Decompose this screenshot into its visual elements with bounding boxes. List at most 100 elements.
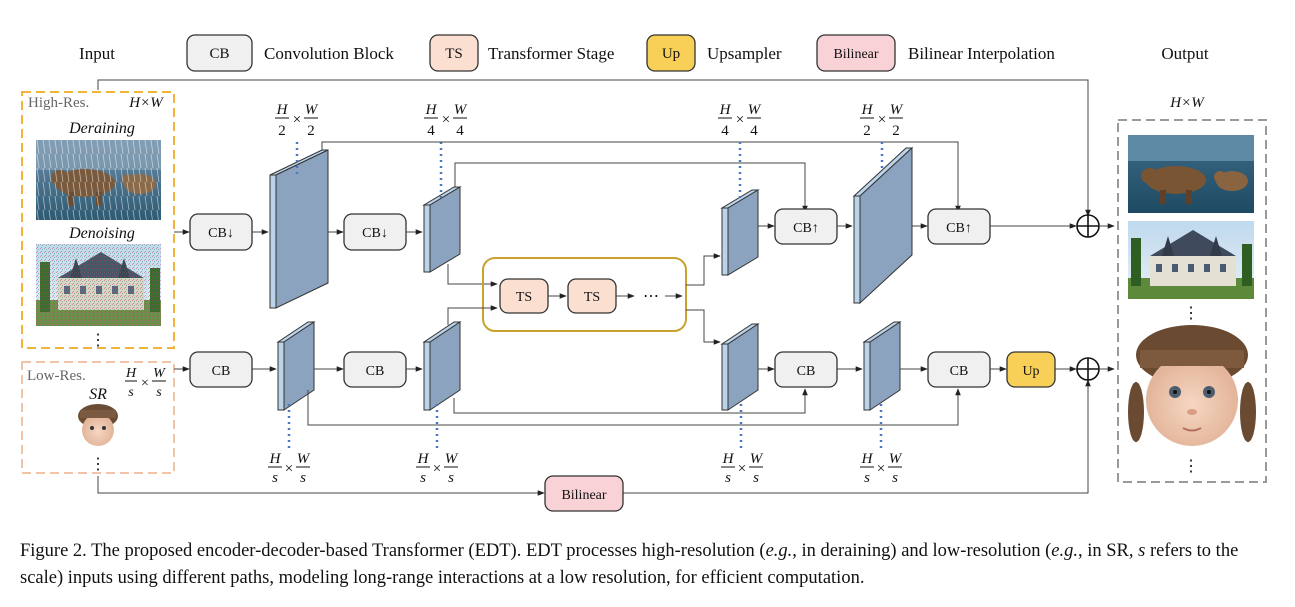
- dim-label-h2-right: H 2 × W 2: [860, 102, 904, 139]
- svg-text:2: 2: [278, 123, 286, 139]
- svg-text:s: s: [272, 470, 278, 486]
- high-res-label: High-Res.: [28, 95, 89, 111]
- svg-text:×: ×: [433, 461, 441, 477]
- legend-up-box: [646, 34, 696, 72]
- svg-text:4: 4: [750, 123, 758, 139]
- dim-label-h4-left: H 4 × W 4: [424, 102, 468, 139]
- svg-text:s: s: [725, 470, 731, 486]
- deraining-label: Deraining: [68, 120, 135, 137]
- svg-text:×: ×: [293, 112, 301, 128]
- output-ellipsis-middle: ⋮: [1183, 305, 1199, 322]
- svg-text:H: H: [269, 451, 282, 467]
- dim-label-h2-left: H 2 × W 2: [275, 102, 319, 139]
- feature-map-h2-top: [269, 149, 329, 309]
- svg-text:W: W: [750, 451, 764, 467]
- low-res-s2: s: [156, 385, 162, 400]
- svg-text:2: 2: [307, 123, 315, 139]
- transformer-group-box: [482, 257, 687, 332]
- denoising-input-image: [36, 244, 161, 326]
- sr-label: SR: [89, 386, 107, 403]
- dim-label-lr-3: H s × W s: [721, 451, 764, 486]
- legend-ts-box: [429, 34, 479, 72]
- output-box: [1117, 119, 1267, 483]
- low-res-input-box: [21, 361, 175, 474]
- cb-block-lr-3-label: CB: [797, 364, 816, 379]
- legend-cb-box: [186, 34, 253, 72]
- cb-block-lr-2-label: CB: [366, 364, 385, 379]
- feature-map-h4-top: [422, 186, 462, 273]
- high-res-size: H×W: [128, 95, 164, 111]
- cb-up-block-1-label: CB↑: [793, 221, 819, 236]
- high-res-ellipsis: ⋮: [90, 332, 106, 349]
- svg-text:×: ×: [877, 461, 885, 477]
- feature-map-lr-1: [276, 321, 316, 411]
- svg-text:W: W: [305, 102, 319, 118]
- legend-bilinear-label: Bilinear Interpolation: [908, 44, 1055, 63]
- caption-eg-2: e.g.: [1051, 541, 1078, 561]
- legend-ts-abbr: TS: [445, 46, 463, 62]
- svg-text:H: H: [719, 102, 732, 118]
- svg-text:×: ×: [738, 461, 746, 477]
- svg-text:W: W: [454, 102, 468, 118]
- legend-up-abbr: Up: [662, 46, 680, 62]
- caption-part-2: , in deraining) and low-resolution (: [792, 541, 1052, 561]
- caption-eg-1: e.g.: [765, 541, 793, 561]
- svg-text:H: H: [861, 102, 874, 118]
- skip-input-to-output-line: [97, 79, 1091, 217]
- skip-lr-2-line: [453, 388, 808, 414]
- low-res-h: H: [125, 366, 137, 381]
- legend-input-label: Input: [79, 44, 115, 63]
- output-ellipsis-bottom: ⋮: [1183, 458, 1199, 475]
- svg-text:W: W: [748, 102, 762, 118]
- svg-text:×: ×: [736, 112, 744, 128]
- caption-part-3: , in SR,: [1077, 541, 1139, 561]
- output-image-bears: [1128, 135, 1254, 213]
- cb-down-block-2-label: CB↓: [362, 226, 388, 241]
- feature-map-h4-top-right: [720, 189, 760, 276]
- svg-text:H: H: [417, 451, 430, 467]
- svg-text:×: ×: [442, 112, 450, 128]
- svg-text:s: s: [864, 470, 870, 486]
- dim-label-lr-1: H s × W s: [268, 451, 311, 486]
- upsampler-block-label: Up: [1022, 364, 1039, 379]
- svg-text:H: H: [276, 102, 289, 118]
- add-node-bottom: [1076, 357, 1100, 381]
- caption-part-1: Figure 2. The proposed encoder-decoder-b…: [20, 541, 766, 561]
- bilinear-block-label: Bilinear: [561, 488, 606, 503]
- bilinear-to-output-line: [623, 379, 1091, 494]
- skip-h4-line: [454, 162, 808, 213]
- legend-output-label: Output: [1161, 44, 1209, 63]
- low-res-s1: s: [128, 385, 134, 400]
- low-res-times: ×: [141, 376, 149, 391]
- feature-map-lr-3: [720, 323, 760, 411]
- svg-text:s: s: [753, 470, 759, 486]
- ts-to-bottom-decoder-line: [686, 309, 721, 345]
- svg-text:H: H: [425, 102, 438, 118]
- legend-up-label: Upsampler: [707, 44, 782, 63]
- low-res-w: W: [153, 366, 166, 381]
- svg-text:s: s: [448, 470, 454, 486]
- bilinear-path-line: [97, 476, 545, 496]
- cb-up-block-2-label: CB↑: [946, 221, 972, 236]
- svg-text:s: s: [420, 470, 426, 486]
- svg-text:s: s: [300, 470, 306, 486]
- hr-into-ts-line: [447, 264, 498, 287]
- ts-to-top-decoder-line: [686, 253, 721, 286]
- feature-map-h2-top-right: [852, 146, 914, 305]
- sr-input-image: [75, 404, 121, 450]
- caption-scale-symbol: s: [1138, 541, 1146, 561]
- svg-text:2: 2: [863, 123, 871, 139]
- legend-cb-label: Convolution Block: [264, 44, 394, 63]
- svg-text:W: W: [297, 451, 311, 467]
- skip-lr-1-line: [307, 388, 961, 426]
- cb-down-block-1-label: CB↓: [208, 226, 234, 241]
- svg-text:2: 2: [892, 123, 900, 139]
- ts-block-1-label: TS: [516, 290, 532, 305]
- svg-text:×: ×: [285, 461, 293, 477]
- output-size: H×W: [1169, 95, 1205, 111]
- legend-up: Up Upsampler: [646, 34, 782, 72]
- ts-block-2-label: TS: [584, 290, 600, 305]
- low-res-label: Low-Res.: [27, 368, 86, 384]
- legend-cb: CB Convolution Block: [186, 34, 394, 72]
